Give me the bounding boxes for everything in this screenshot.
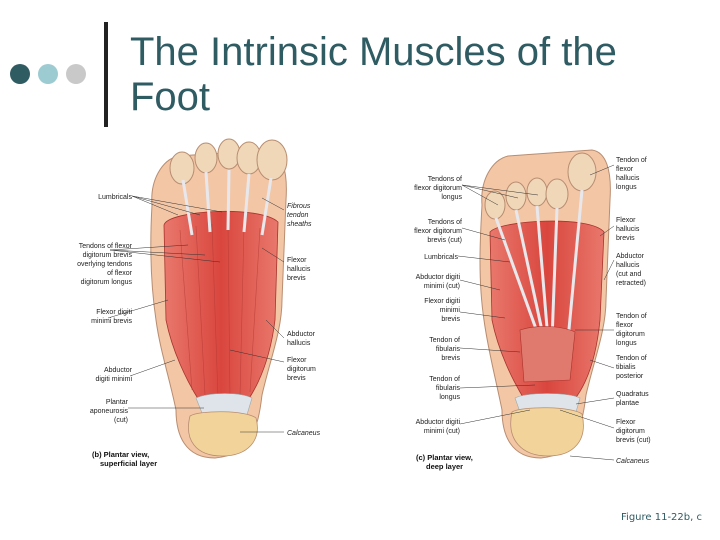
label-tfdl-c-line3: digitorum <box>616 331 645 338</box>
label-tendons-fdb-line4: of flexor <box>107 270 133 277</box>
label-fhb-line1: Flexor <box>287 257 307 264</box>
label-tfdl-c-line4: longus <box>616 340 637 347</box>
label-pa-line2: aponeurosis <box>90 408 129 415</box>
caption-b-line1: (b) Plantar view, <box>92 450 149 459</box>
title-divider <box>104 22 108 127</box>
dot-mid <box>38 64 58 84</box>
label-calcaneus-b: Calcaneus <box>287 430 321 437</box>
label-tfdl-line1: Tendons of <box>428 176 462 183</box>
label-admc-line2: minimi (cut) <box>424 428 460 435</box>
label-tendons-fdb-line5: digitorum longus <box>81 279 133 286</box>
label-tendons-fdb-line3: overlying tendons <box>77 261 132 268</box>
label-ttp-line1: Tendon of <box>616 355 647 362</box>
label-adm-line1: Abductor <box>104 367 133 374</box>
label-tfdl-line3: longus <box>441 194 462 201</box>
label-fdb-line3: brevis <box>287 375 306 382</box>
label-fts-line2: tendon <box>287 212 309 219</box>
label-tfb-line1: Tendon of <box>429 337 460 344</box>
label-tfdl-line2: flexor digitorum <box>414 185 462 192</box>
label-ah-c-line3: (cut and <box>616 271 641 278</box>
label-fdmb-c-line2: minimi <box>440 307 461 314</box>
label-tfdb-line3: brevis (cut) <box>427 237 462 244</box>
label-fhb-c-line3: brevis <box>616 235 635 242</box>
label-ah-c-line4: retracted) <box>616 280 646 287</box>
label-tfdl-c-line2: flexor <box>616 322 634 329</box>
label-calcaneus-c: Calcaneus <box>616 458 650 465</box>
dot-light <box>66 64 86 84</box>
foot-illustration-deep <box>457 149 615 461</box>
label-tfdl-c-line1: Tendon of <box>616 313 647 320</box>
label-pa-line1: Plantar <box>106 399 129 406</box>
label-fhb-line3: brevis <box>287 275 306 282</box>
label-fdmb-c-line3: brevis <box>441 316 460 323</box>
label-tfhl-line1: Tendon of <box>616 157 647 164</box>
label-adm-c-line1: Abductor digiti <box>416 274 461 281</box>
label-adm-line2: digiti minimi <box>95 376 132 383</box>
label-tfhl-line4: longus <box>616 184 637 191</box>
dot-dark <box>10 64 30 84</box>
label-adm-c-line2: minimi (cut) <box>424 283 460 290</box>
label-admc-line1: Abductor digiti <box>416 419 461 426</box>
figure-caption: Figure 11-22b, c <box>621 512 702 523</box>
label-tfb-line3: brevis <box>441 355 460 362</box>
label-fdbc-line2: digitorum <box>616 428 645 435</box>
label-fdbc-line1: Flexor <box>616 419 636 426</box>
label-ah-line2: hallucis <box>287 340 311 347</box>
caption-b-line2: superficial layer <box>100 459 157 468</box>
label-tfl-line2: fibularis <box>436 385 461 392</box>
label-tfdb-line2: flexor digitorum <box>414 228 462 235</box>
label-fts-line3: sheaths <box>287 221 312 228</box>
label-ah-c-line1: Abductor <box>616 253 645 260</box>
label-fhb-line2: hallucis <box>287 266 311 273</box>
label-ah-c-line2: hallucis <box>616 262 640 269</box>
label-tfhl-line3: hallucis <box>616 175 640 182</box>
label-tfl-line1: Tendon of <box>429 376 460 383</box>
label-fdbc-line3: brevis (cut) <box>616 437 651 444</box>
label-lumbricals-b: Lumbricals <box>98 194 132 201</box>
label-fdmb-line1: Flexor digiti <box>96 309 132 316</box>
label-lumbricals-c: Lumbricals <box>424 254 458 261</box>
label-fhb-c-line2: hallucis <box>616 226 640 233</box>
label-tfl-line3: longus <box>439 394 460 401</box>
label-tfb-line2: fibularis <box>436 346 461 353</box>
label-ttp-line3: posterior <box>616 373 644 380</box>
label-fdmb-line2: minimi brevis <box>91 318 132 325</box>
foot-illustration-superficial <box>107 138 288 459</box>
label-tfdb-line1: Tendons of <box>428 219 462 226</box>
caption-c-line2: deep layer <box>426 462 463 471</box>
label-pa-line3: (cut) <box>114 417 128 424</box>
label-ttp-line2: tibialis <box>616 364 636 371</box>
label-qp-line2: plantae <box>616 400 639 407</box>
label-tfhl-line2: flexor <box>616 166 634 173</box>
label-fdmb-c-line1: Flexor digiti <box>424 298 460 305</box>
label-tendons-fdb-line1: Tendons of flexor <box>79 243 133 250</box>
label-fts-line1: Fibrous <box>287 203 311 210</box>
label-ah-line1: Abductor <box>287 331 316 338</box>
label-fhb-c-line1: Flexor <box>616 217 636 224</box>
label-fdb-line2: digitorum <box>287 366 316 373</box>
caption-c-line1: (c) Plantar view, <box>416 453 473 462</box>
label-tendons-fdb-line2: digitorum brevis <box>83 252 133 259</box>
decorative-dots <box>10 64 100 86</box>
slide-title: The Intrinsic Muscles of the Foot <box>130 30 617 119</box>
label-qp-line1: Quadratus <box>616 391 649 398</box>
label-fdb-line1: Flexor <box>287 357 307 364</box>
